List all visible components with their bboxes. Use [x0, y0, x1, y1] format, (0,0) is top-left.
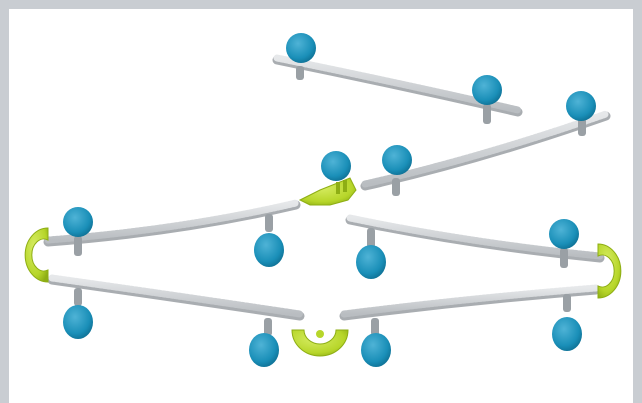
- curve-cup-left: [24, 227, 49, 283]
- support-cup-3: [566, 91, 596, 136]
- support-cup-6: [63, 207, 93, 256]
- support-cup-2: [472, 75, 502, 124]
- hanging-cup-5: [361, 318, 391, 367]
- clip-connector: [298, 177, 357, 206]
- support-cup-7: [549, 219, 579, 268]
- rail-bottom-left: [47, 274, 305, 321]
- hanging-cup-6: [552, 294, 582, 351]
- curve-cup-bottom: [291, 329, 349, 357]
- curve-cup-right: [597, 243, 622, 299]
- support-cup-4: [321, 151, 351, 181]
- support-cup-1: [286, 33, 316, 80]
- rail-bottom-right: [339, 284, 601, 321]
- hanging-cup-3: [63, 288, 93, 339]
- hanging-cup-4: [249, 318, 279, 367]
- hanging-cup-1: [254, 214, 284, 267]
- hanging-cup-2: [356, 228, 386, 279]
- support-cup-5: [382, 145, 412, 196]
